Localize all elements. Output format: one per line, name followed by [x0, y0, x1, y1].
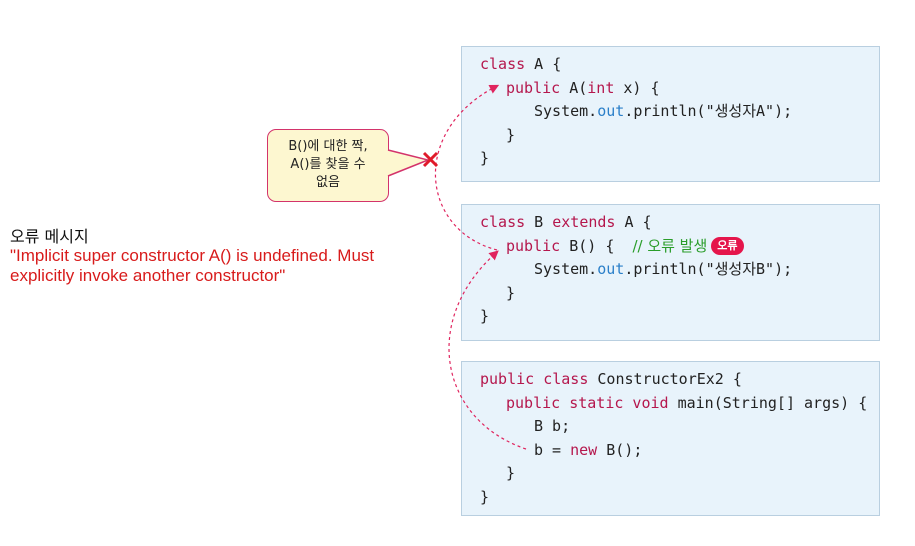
code-line: b = new B();: [480, 439, 879, 463]
code-keyword: public: [506, 236, 561, 255]
call-arrow-new-b: [448, 250, 527, 450]
code-block-main-class: public class ConstructorEx2 { public sta…: [461, 361, 880, 516]
code-keyword: public static void: [506, 393, 669, 412]
code-line: System.out.println("생성자A");: [480, 100, 879, 124]
code-keyword: public: [506, 78, 561, 97]
code-line: }: [480, 462, 879, 486]
code-keyword: class: [480, 55, 526, 73]
code-text: B: [525, 213, 553, 231]
code-text: main(String[] args) {: [668, 393, 868, 412]
call-arrow-super-a: [434, 84, 500, 251]
code-text: x) {: [614, 78, 660, 97]
code-line: B b;: [480, 415, 879, 439]
code-text: A {: [615, 213, 652, 231]
code-block-class-a: class A { public A(int x) { System.out.p…: [461, 46, 880, 182]
error-message-title: 오류 메시지: [10, 227, 89, 246]
code-line: }: [480, 147, 879, 171]
code-block-class-b: class B extends A { public B() { // 오류 발…: [461, 204, 880, 341]
code-text: }: [506, 283, 516, 302]
code-line: public static void main(String[] args) {: [480, 392, 879, 416]
code-comment: // 오류 발생: [632, 236, 708, 255]
code-line: public class ConstructorEx2 {: [480, 368, 879, 392]
code-line: }: [480, 282, 879, 306]
callout-line: 없음: [316, 175, 340, 190]
x-mark-icon: [422, 151, 439, 168]
code-line: class A {: [480, 53, 879, 77]
code-line: System.out.println("생성자B");: [480, 258, 879, 282]
code-text: B() {: [560, 236, 633, 255]
code-line: }: [480, 124, 879, 148]
code-text: b =: [534, 440, 571, 459]
code-keyword: new: [570, 440, 598, 459]
code-text: }: [480, 487, 490, 506]
code-line: }: [480, 486, 879, 510]
code-text: }: [506, 125, 516, 144]
code-line: class B extends A {: [480, 211, 879, 235]
callout-pointer: [387, 149, 431, 177]
code-text: ConstructorEx2 {: [588, 370, 742, 388]
code-text: B();: [597, 440, 643, 459]
code-line: public A(int x) {: [480, 77, 879, 101]
code-text: System.: [534, 102, 598, 120]
code-text: A(: [560, 78, 588, 97]
code-text: A {: [525, 55, 562, 73]
code-text: .println("생성자A");: [624, 102, 793, 120]
code-text: }: [506, 464, 516, 482]
code-field: out: [597, 102, 625, 120]
code-keyword: int: [587, 78, 615, 97]
callout-line: A()를 찾을 수: [290, 157, 366, 172]
callout-line: B()에 대한 짝,: [288, 139, 368, 154]
code-text: System.: [534, 260, 598, 278]
code-text: B b;: [534, 417, 571, 435]
code-text: }: [480, 149, 490, 167]
error-message-text: "Implicit super constructor A() is undef…: [10, 246, 375, 285]
code-keyword: class: [480, 213, 526, 231]
code-keyword: extends: [552, 213, 616, 231]
error-badge: 오류: [711, 236, 744, 255]
callout-note: B()에 대한 짝, A()를 찾을 수 없음: [267, 129, 389, 202]
code-text: }: [480, 307, 490, 325]
code-keyword: public class: [480, 370, 589, 388]
code-field: out: [597, 260, 625, 278]
code-text: .println("생성자B");: [624, 260, 793, 278]
code-line: }: [480, 305, 879, 329]
